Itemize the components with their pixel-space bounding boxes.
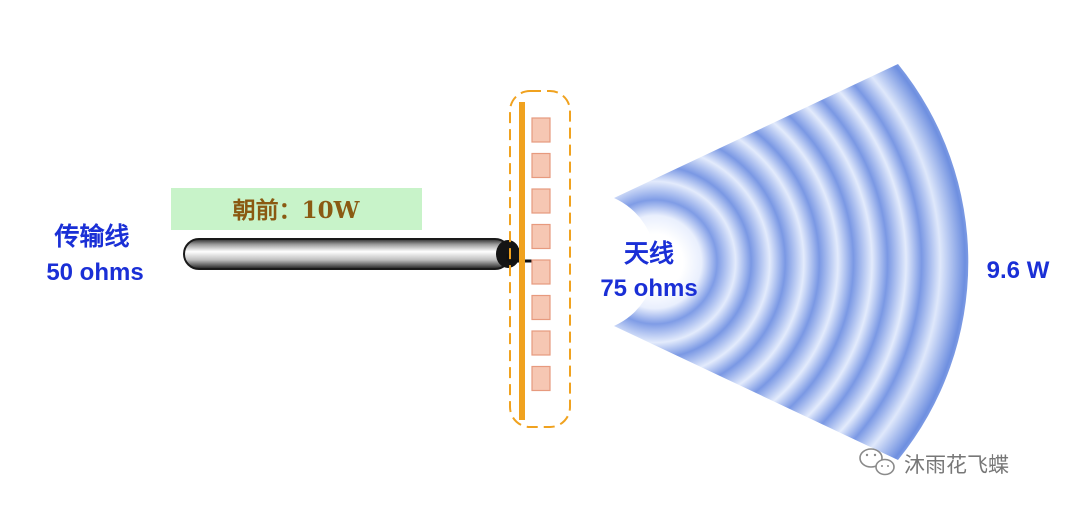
antenna-segment <box>531 223 551 250</box>
antenna-segment <box>531 330 551 356</box>
forward-power-box <box>171 188 422 230</box>
antenna-segment <box>531 365 551 392</box>
antenna-dashed-outline <box>509 90 571 428</box>
wechat-icon <box>859 448 895 476</box>
radiated-power-label: 9.6 W <box>987 257 1050 284</box>
antenna-segment <box>531 117 551 143</box>
antenna-segment <box>531 259 551 285</box>
transmission-line-cable <box>183 238 540 270</box>
antenna <box>509 90 571 428</box>
radiated-wave-sector <box>614 64 969 460</box>
antenna-segments <box>531 117 551 392</box>
watermark: 沐雨花飞蝶 <box>859 448 1009 477</box>
transmission-line-title: 传输线 <box>53 222 129 251</box>
antenna-impedance: 75 ohms <box>600 275 697 302</box>
antenna-segment <box>531 188 551 214</box>
watermark-text: 沐雨花飞蝶 <box>904 453 1009 477</box>
antenna-segment <box>531 294 551 321</box>
forward-power-label: 朝前：10W <box>233 197 361 224</box>
antenna-segment <box>531 152 551 179</box>
transmission-line-impedance: 50 ohms <box>46 259 143 286</box>
antenna-title: 天线 <box>624 239 674 268</box>
antenna-bar <box>519 102 525 420</box>
